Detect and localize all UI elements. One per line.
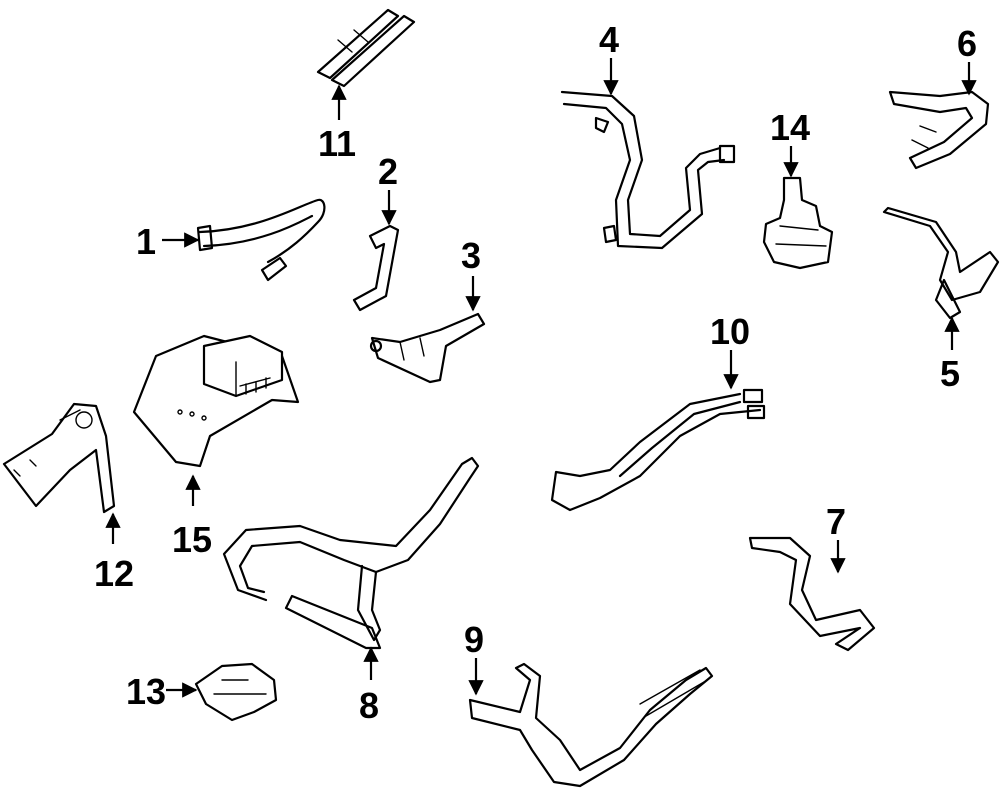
part-7-hose [748, 536, 876, 652]
part-4-hose [560, 90, 736, 250]
part-5-hose [882, 206, 1000, 320]
callout-8: 8 [359, 646, 379, 726]
svg-text:1: 1 [136, 221, 156, 262]
svg-text:11: 11 [318, 123, 356, 164]
callout-2: 2 [378, 151, 398, 226]
part-14-valve [762, 176, 834, 270]
callout-7: 7 [826, 501, 846, 574]
svg-text:9: 9 [464, 619, 484, 660]
svg-text:13: 13 [126, 671, 166, 712]
callout-6: 6 [957, 23, 977, 96]
part-11-hose-pair [316, 8, 416, 88]
callout-10: 10 [710, 311, 750, 390]
part-8-hose [222, 456, 480, 650]
callout-4: 4 [599, 19, 619, 96]
part-2-hose [352, 224, 400, 312]
svg-text:7: 7 [826, 501, 846, 542]
part-1-hose [196, 198, 326, 282]
svg-text:6: 6 [957, 23, 977, 64]
part-12-bracket [2, 402, 116, 514]
callout-11: 11 [318, 84, 356, 164]
svg-text:14: 14 [770, 107, 810, 148]
callout-14: 14 [770, 107, 810, 178]
callout-12: 12 [94, 512, 134, 594]
part-6-hose [888, 90, 990, 170]
callout-15: 15 [172, 474, 212, 560]
svg-text:2: 2 [378, 151, 398, 192]
svg-text:12: 12 [94, 553, 134, 594]
svg-text:3: 3 [461, 235, 481, 276]
part-13-valve [194, 662, 278, 722]
svg-text:5: 5 [940, 353, 960, 394]
svg-text:8: 8 [359, 685, 379, 726]
callout-9: 9 [464, 619, 484, 696]
callout-13: 13 [126, 671, 198, 712]
svg-text:4: 4 [599, 19, 619, 60]
part-15-bracket [132, 334, 300, 468]
callout-1: 1 [136, 221, 200, 262]
callout-3: 3 [461, 235, 481, 312]
callout-5: 5 [940, 316, 960, 394]
svg-text:15: 15 [172, 519, 212, 560]
part-10-hose [550, 388, 766, 512]
part-3-hose [369, 312, 486, 384]
part-9-hose [468, 662, 714, 788]
svg-text:10: 10 [710, 311, 750, 352]
